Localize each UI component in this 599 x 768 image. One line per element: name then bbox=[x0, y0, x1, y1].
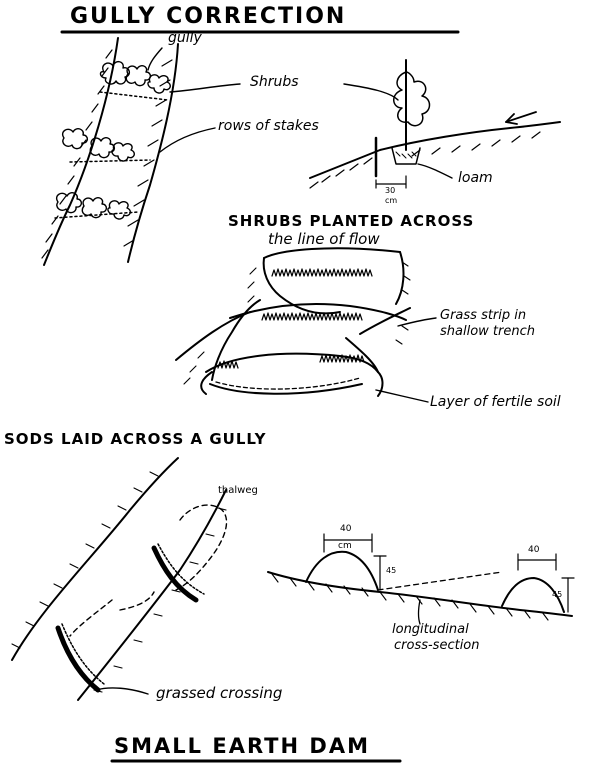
shrub-row-1 bbox=[99, 61, 171, 94]
label-loam: loam bbox=[458, 170, 493, 186]
stake-profile-sketch bbox=[309, 59, 561, 189]
sods-gully-sketch bbox=[11, 457, 228, 701]
shrub-row-3 bbox=[56, 192, 131, 220]
label-shrubs: Shrubs bbox=[250, 74, 299, 90]
label-30-unit: cm bbox=[385, 196, 398, 205]
label-dam-height-1: 45 bbox=[386, 566, 397, 575]
label-thalweg: thalweg bbox=[218, 485, 258, 496]
label-cross-section: cross-section bbox=[394, 638, 480, 653]
earth-dam-profile bbox=[267, 533, 575, 625]
shrubs-leader bbox=[169, 83, 241, 93]
label-longitudinal: longitudinal bbox=[392, 622, 469, 637]
label-dam-width-1: 40 bbox=[340, 524, 352, 534]
label-dam-width-unit: cm bbox=[338, 541, 352, 551]
flow-arrow bbox=[505, 111, 537, 125]
heading-line-of-flow: the line of flow bbox=[268, 230, 380, 248]
label-dam-width-2: 40 bbox=[528, 545, 540, 555]
label-rows-of-stakes: rows of stakes bbox=[218, 118, 319, 134]
heading-shrubs-planted: SHRUBS PLANTED ACROSS bbox=[228, 212, 475, 230]
label-grassed-crossing: grassed crossing bbox=[156, 684, 283, 702]
label-grass-strip-2: shallow trench bbox=[440, 324, 535, 339]
stakes-leader bbox=[159, 127, 216, 153]
label-grass-strip-1: Grass strip in bbox=[440, 308, 527, 323]
heading-sods-laid: SODS LAID ACROSS A GULLY bbox=[4, 430, 267, 448]
shrub-row-2 bbox=[62, 128, 135, 162]
gully-plan-sketch bbox=[41, 37, 241, 266]
title-gully-correction: GULLY CORRECTION bbox=[70, 4, 347, 29]
gully-leader bbox=[147, 47, 163, 71]
title-small-earth-dam: SMALL EARTH DAM bbox=[114, 734, 370, 758]
label-30-value: 30 bbox=[385, 186, 396, 195]
label-dam-height-2: 45 bbox=[552, 590, 563, 599]
grass-strip-sketch bbox=[175, 247, 437, 403]
label-gully: gully bbox=[168, 30, 202, 46]
label-fertile-soil: Layer of fertile soil bbox=[430, 394, 561, 410]
